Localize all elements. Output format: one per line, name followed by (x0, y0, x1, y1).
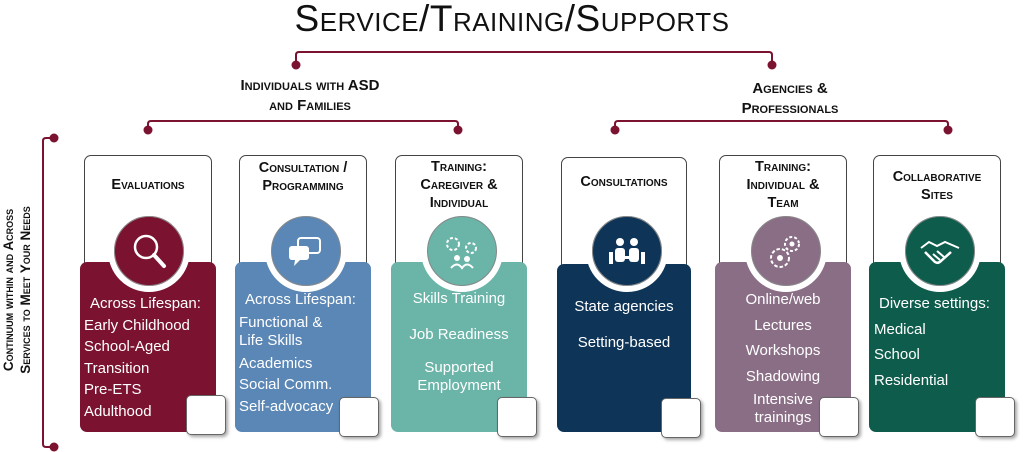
list-item: Across Lifespan: (245, 291, 356, 308)
list-item: School (874, 346, 920, 363)
card-items: Diverse settings: Medical School Residen… (874, 293, 1005, 391)
handshake-icon (899, 210, 981, 292)
list-item: Employment (417, 377, 501, 394)
group-label-individuals: Individuals with ASD and Families (240, 77, 380, 114)
side-continuum-label: Continuum within and Across Services to … (1, 206, 33, 374)
checkbox[interactable] (975, 397, 1015, 437)
list-item: Early Childhood (84, 316, 190, 334)
list-item: Supported (424, 359, 494, 376)
list-item: Academics (239, 354, 313, 372)
checkbox[interactable] (339, 397, 379, 437)
checkbox[interactable] (661, 398, 701, 438)
card-heading: Consultation / (258, 160, 348, 176)
list-item: Pre-ETS (84, 381, 142, 398)
list-item: State agencies (574, 298, 674, 315)
list-item: Skills Training (412, 290, 506, 307)
people-meeting-icon (586, 210, 668, 292)
gears-icon (745, 210, 827, 292)
card-training-caregiver: Training: Caregiver & Individual Skills … (391, 155, 537, 437)
list-item: Workshops (745, 342, 821, 359)
connector-dot (49, 133, 59, 143)
card-training-team: Training: Individual & Team Online/web L… (715, 155, 859, 437)
card-heading: Sites (921, 187, 953, 203)
list-item: Intensive (752, 391, 814, 408)
checkbox[interactable] (819, 397, 859, 437)
card-heading: Individual (429, 195, 489, 211)
card-consultation-programming: Consultation / Programming Across Lifesp… (235, 155, 379, 437)
card-items: Skills Training Job Readiness Supported … (391, 288, 527, 395)
list-item: Self-advocacy (239, 397, 334, 415)
card-items: State agencies Setting-based (557, 296, 691, 353)
connector-dot (453, 125, 463, 135)
card-heading: Training: (755, 159, 811, 175)
list-item: Functional & (239, 313, 323, 331)
card-heading: Team (767, 195, 799, 211)
connector-dot (291, 60, 301, 70)
magnifying-glass-icon (108, 210, 190, 292)
list-item: Across Lifespan: (90, 295, 201, 312)
card-items: Across Lifespan: Functional & Life Skill… (239, 289, 371, 417)
list-item: Online/web (745, 291, 821, 308)
card-collaborative-sites: Collaborative Sites Diverse settings: Me… (869, 155, 1015, 437)
speech-bubbles-icon (265, 210, 347, 292)
group-label-agencies: Agencies & Professionals (741, 80, 839, 117)
list-item: trainings (754, 409, 812, 426)
list-item: Diverse settings: (879, 295, 990, 312)
list-item: Transition (84, 359, 150, 377)
list-item: Social Comm. (239, 376, 333, 393)
connector-dot (610, 125, 620, 135)
card-consultations: Consultations State agencies Setting-bas… (557, 157, 701, 438)
checkbox[interactable] (186, 395, 226, 435)
list-item: Adulthood (84, 402, 152, 420)
card-heading: Consultations (580, 174, 668, 190)
connector-dot (143, 125, 153, 135)
card-heading: Caregiver & (420, 177, 498, 193)
list-item: Setting-based (577, 333, 671, 351)
card-heading: Collaborative (892, 169, 982, 185)
card-heading: Programming (262, 178, 344, 194)
connector-dot (943, 125, 953, 135)
list-item: School-Aged (84, 338, 170, 355)
card-items: Across Lifespan: Early Childhood School-… (84, 293, 216, 422)
card-heading: Evaluations (111, 177, 185, 193)
list-item: Residential (874, 371, 949, 389)
diagram-title: Service/Training/Supports (294, 0, 730, 39)
card-heading: Individual & (746, 177, 820, 193)
card-items: Online/web Lectures Workshops Shadowing … (715, 289, 851, 427)
list-item: Job Readiness (409, 325, 509, 343)
connector-dot (49, 442, 59, 452)
list-item: Life Skills (239, 331, 303, 349)
list-item: Medical (874, 320, 926, 338)
checkbox[interactable] (497, 397, 537, 437)
gears-people-icon (421, 210, 503, 292)
connector-dot (767, 60, 777, 70)
list-item: Shadowing (745, 367, 821, 385)
card-heading: Training: (431, 159, 487, 175)
list-item: Lectures (754, 316, 812, 334)
card-evaluations: Evaluations Across Lifespan: Early Child… (80, 155, 226, 435)
